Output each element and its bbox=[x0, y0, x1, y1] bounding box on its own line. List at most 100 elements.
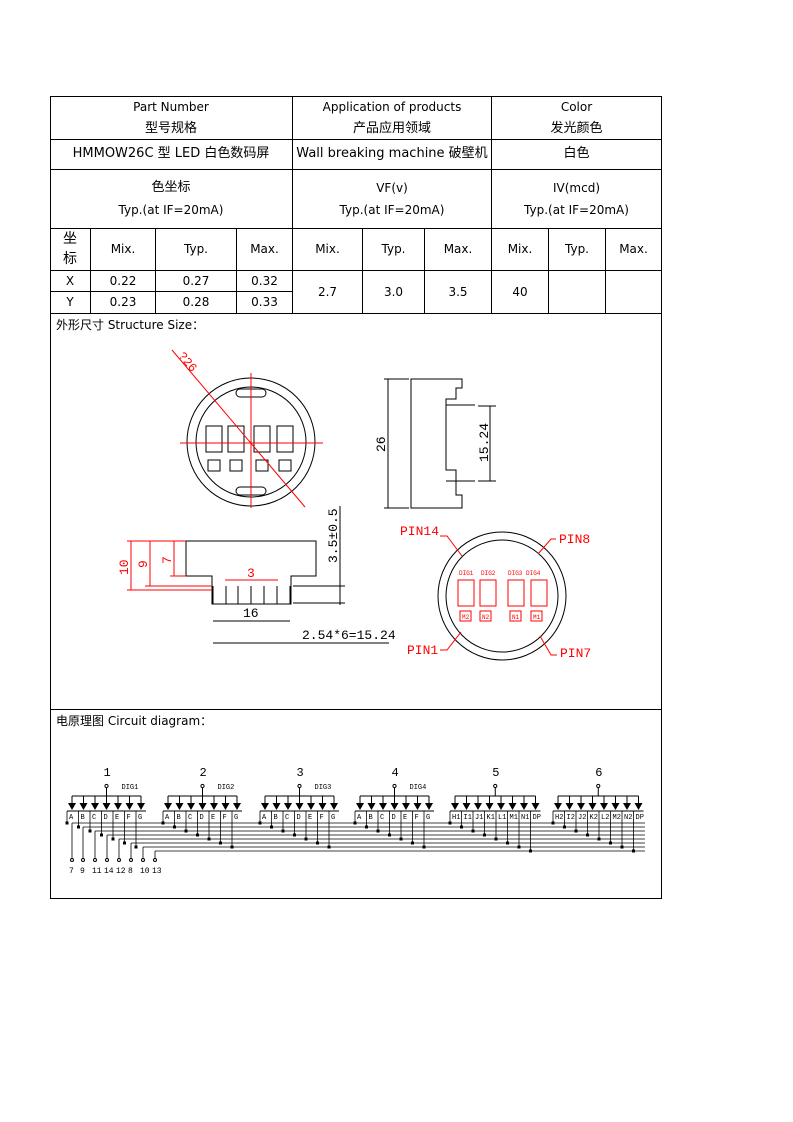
dim-10: 10 bbox=[117, 559, 132, 575]
diode-icon bbox=[307, 803, 315, 810]
dig4-label: DIG4 bbox=[526, 570, 541, 577]
segment-label: F bbox=[127, 814, 131, 822]
group-number: 4 bbox=[392, 766, 399, 780]
common-terminal bbox=[104, 783, 109, 789]
common-terminal bbox=[200, 783, 205, 789]
application-label-cn: 产品应用领域 bbox=[352, 120, 431, 136]
common-terminal bbox=[297, 783, 302, 789]
part-number-header: Part Number 型号规格 bbox=[50, 96, 292, 139]
height-label: 26 bbox=[374, 436, 389, 452]
diode-icon bbox=[531, 803, 540, 810]
diode-icon bbox=[425, 803, 433, 810]
pin-terminal bbox=[93, 858, 97, 862]
segment-label: D bbox=[104, 814, 108, 822]
segment-label: A bbox=[357, 814, 362, 822]
diode-icon bbox=[554, 803, 562, 810]
row-x-label: X bbox=[65, 273, 75, 288]
digit-outline bbox=[457, 579, 475, 607]
segment-label: E bbox=[115, 814, 119, 822]
part-number-label-cn: 型号规格 bbox=[144, 120, 197, 136]
segment-label: N1 bbox=[521, 814, 529, 822]
pin-number: 9 bbox=[80, 867, 85, 876]
row-y-label: Y bbox=[66, 295, 74, 309]
pin-terminal bbox=[105, 858, 109, 862]
segment-label: G bbox=[138, 814, 142, 822]
dim-7: 7 bbox=[160, 556, 175, 564]
segment-label: C bbox=[285, 814, 289, 822]
diode-icon bbox=[68, 803, 76, 810]
dig-label: DIG4 bbox=[410, 784, 427, 792]
segment-label: L2 bbox=[601, 814, 609, 822]
segment-label: E bbox=[308, 814, 312, 822]
iv-title: IV(mcd) bbox=[552, 180, 600, 195]
common-terminal bbox=[392, 783, 397, 789]
pin-terminal bbox=[81, 858, 85, 862]
digit-outline bbox=[479, 579, 497, 607]
pin-terminal bbox=[129, 858, 133, 862]
dig2-label: DIG2 bbox=[481, 570, 496, 577]
segment-label: F bbox=[320, 814, 324, 822]
common-terminal bbox=[493, 783, 498, 789]
coord-min-header: Mix. bbox=[110, 242, 136, 256]
segment-label: G bbox=[426, 814, 430, 822]
diode-icon bbox=[261, 803, 269, 810]
diode-icon bbox=[125, 803, 134, 810]
segment-label: J2 bbox=[578, 814, 586, 822]
diode-icon bbox=[485, 803, 494, 810]
diode-icon bbox=[497, 803, 505, 810]
iv-header: IV(mcd) Typ.(at IF=20mA) bbox=[492, 169, 661, 228]
vf-min: 2.7 bbox=[317, 284, 338, 299]
segment-label: L1 bbox=[498, 814, 506, 822]
pin-number: 7 bbox=[69, 867, 74, 876]
digit-outline bbox=[205, 425, 223, 453]
diode-icon bbox=[284, 803, 292, 810]
dim-16: 16 bbox=[243, 606, 259, 621]
diode-icon bbox=[565, 803, 574, 810]
segment-label: B bbox=[369, 814, 373, 822]
diode-icon bbox=[623, 803, 631, 810]
segment-label: K2 bbox=[590, 814, 598, 822]
y-min: 0.23 bbox=[109, 295, 137, 309]
diode-icon bbox=[272, 803, 281, 810]
diode-icon bbox=[600, 803, 608, 810]
diode-icon bbox=[508, 803, 517, 810]
vf-max-header: Max. bbox=[443, 242, 473, 256]
color-label-cn: 发光颜色 bbox=[550, 120, 603, 136]
coord-max-header: Max. bbox=[250, 242, 279, 256]
segment-label: H2 bbox=[555, 814, 563, 822]
pin-number: 13 bbox=[152, 867, 162, 876]
digit-outline bbox=[253, 425, 271, 453]
coord-title: 色坐标 bbox=[151, 179, 191, 195]
iv-typ-header: Typ. bbox=[565, 242, 589, 256]
pin-terminal bbox=[153, 858, 157, 862]
application-header: Application of products 产品应用领域 bbox=[293, 96, 491, 139]
segment-label: F bbox=[223, 814, 227, 822]
x-max: 0.32 bbox=[251, 273, 278, 288]
segment-label: I1 bbox=[464, 814, 472, 822]
diode-icon bbox=[577, 803, 585, 810]
segment-label: N2 bbox=[624, 814, 632, 822]
segment-label: E bbox=[211, 814, 215, 822]
y-max: 0.33 bbox=[251, 295, 278, 309]
segment-label: A bbox=[262, 814, 267, 822]
segment-label: G bbox=[234, 814, 238, 822]
group-number: 3 bbox=[297, 766, 304, 780]
diode-icon bbox=[356, 803, 364, 810]
dim-9: 9 bbox=[136, 560, 151, 568]
segment-label: M1 bbox=[510, 814, 518, 822]
group-number: 5 bbox=[492, 766, 499, 780]
diode-icon bbox=[137, 803, 145, 810]
pinout-view: PIN14 PIN8 PIN1 PIN7 DIG1 DIG2 DIG3 DIG4… bbox=[400, 524, 591, 661]
diode-icon bbox=[379, 803, 387, 810]
box-n2: N2 bbox=[482, 614, 490, 621]
pin-number: 12 bbox=[116, 867, 126, 876]
color-value: 白色 bbox=[563, 146, 590, 161]
iv-max-header: Max. bbox=[619, 242, 648, 256]
common-terminal bbox=[596, 783, 601, 789]
digit-outline bbox=[276, 425, 294, 453]
pin-span-label: 15.24 bbox=[477, 423, 492, 462]
